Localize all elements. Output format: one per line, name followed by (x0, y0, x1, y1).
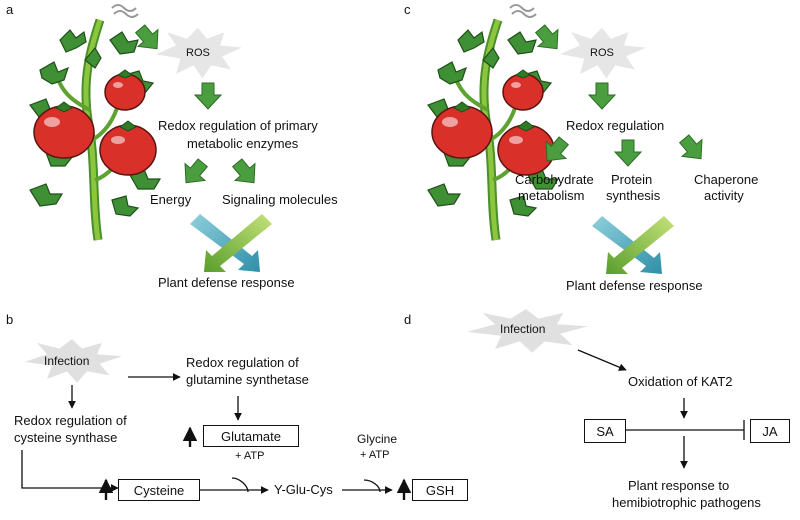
green-arrow-icon (129, 19, 168, 58)
arrow (21, 450, 119, 492)
green-arrow-icon (614, 139, 642, 167)
tomato-plant-icon (428, 5, 558, 240)
cross-arrows-icon (190, 214, 272, 272)
green-arrow-icon (673, 129, 712, 168)
carbohydrate-line-1: Carbohydrate (515, 172, 594, 187)
glycine-label: Glycine (357, 432, 398, 446)
glutamate-box: Glutamate (203, 425, 299, 447)
green-arrow-icon (175, 153, 214, 192)
panel-label-a: a (6, 2, 14, 17)
plant-response-line-1: Plant response to (628, 478, 730, 493)
ja-box: JA (750, 419, 790, 443)
panel-label-c: c (404, 2, 411, 17)
panel-label-b: b (6, 312, 14, 327)
gs-line-1: Redox regulation of (186, 355, 299, 370)
atp-label: + ATP (360, 449, 390, 461)
redox-regulation-line-2: metabolic enzymes (187, 136, 299, 151)
green-arrow-icon (226, 153, 265, 192)
carbohydrate-line-2: metabolism (518, 188, 585, 203)
kat2-label: Oxidation of KAT2 (628, 374, 733, 389)
energy-label: Energy (150, 192, 192, 207)
sa-box: SA (584, 419, 626, 443)
redox-regulation-line-1: Redox regulation of primary (158, 118, 318, 133)
green-arrow-icon (529, 19, 568, 58)
tomato-plant-icon (30, 5, 160, 240)
cs-line-2: cysteine synthase (14, 430, 118, 445)
cross-arrows-icon (592, 216, 674, 274)
redox-regulation-label: Redox regulation (566, 118, 665, 133)
gsh-box: GSH (412, 479, 468, 501)
protein-line-1: Protein (611, 172, 653, 187)
infection-label: Infection (500, 322, 546, 336)
ros-label: ROS (590, 47, 614, 59)
chaperone-line-2: activity (704, 188, 744, 203)
plant-defense-response-label: Plant defense response (566, 278, 703, 293)
y-glu-cys-label: Y-Glu-Cys (274, 482, 333, 497)
arrow (231, 477, 249, 493)
arrow (577, 349, 627, 371)
signaling-molecules-label: Signaling molecules (222, 192, 338, 207)
protein-line-2: synthesis (606, 188, 661, 203)
plant-defense-response-label: Plant defense response (158, 275, 295, 290)
atp-label: + ATP (235, 450, 265, 462)
infection-label: Infection (44, 354, 90, 368)
arrow (363, 479, 381, 493)
gs-line-2: glutamine synthetase (186, 372, 309, 387)
panel-label-d: d (404, 312, 412, 327)
green-arrow-icon (588, 82, 616, 110)
green-arrow-icon (194, 82, 222, 110)
ros-label: ROS (186, 47, 210, 59)
cs-line-1: Redox regulation of (14, 413, 127, 428)
cysteine-box: Cysteine (118, 479, 200, 501)
chaperone-line-1: Chaperone (694, 172, 759, 187)
plant-response-line-2: hemibiotrophic pathogens (612, 495, 761, 510)
